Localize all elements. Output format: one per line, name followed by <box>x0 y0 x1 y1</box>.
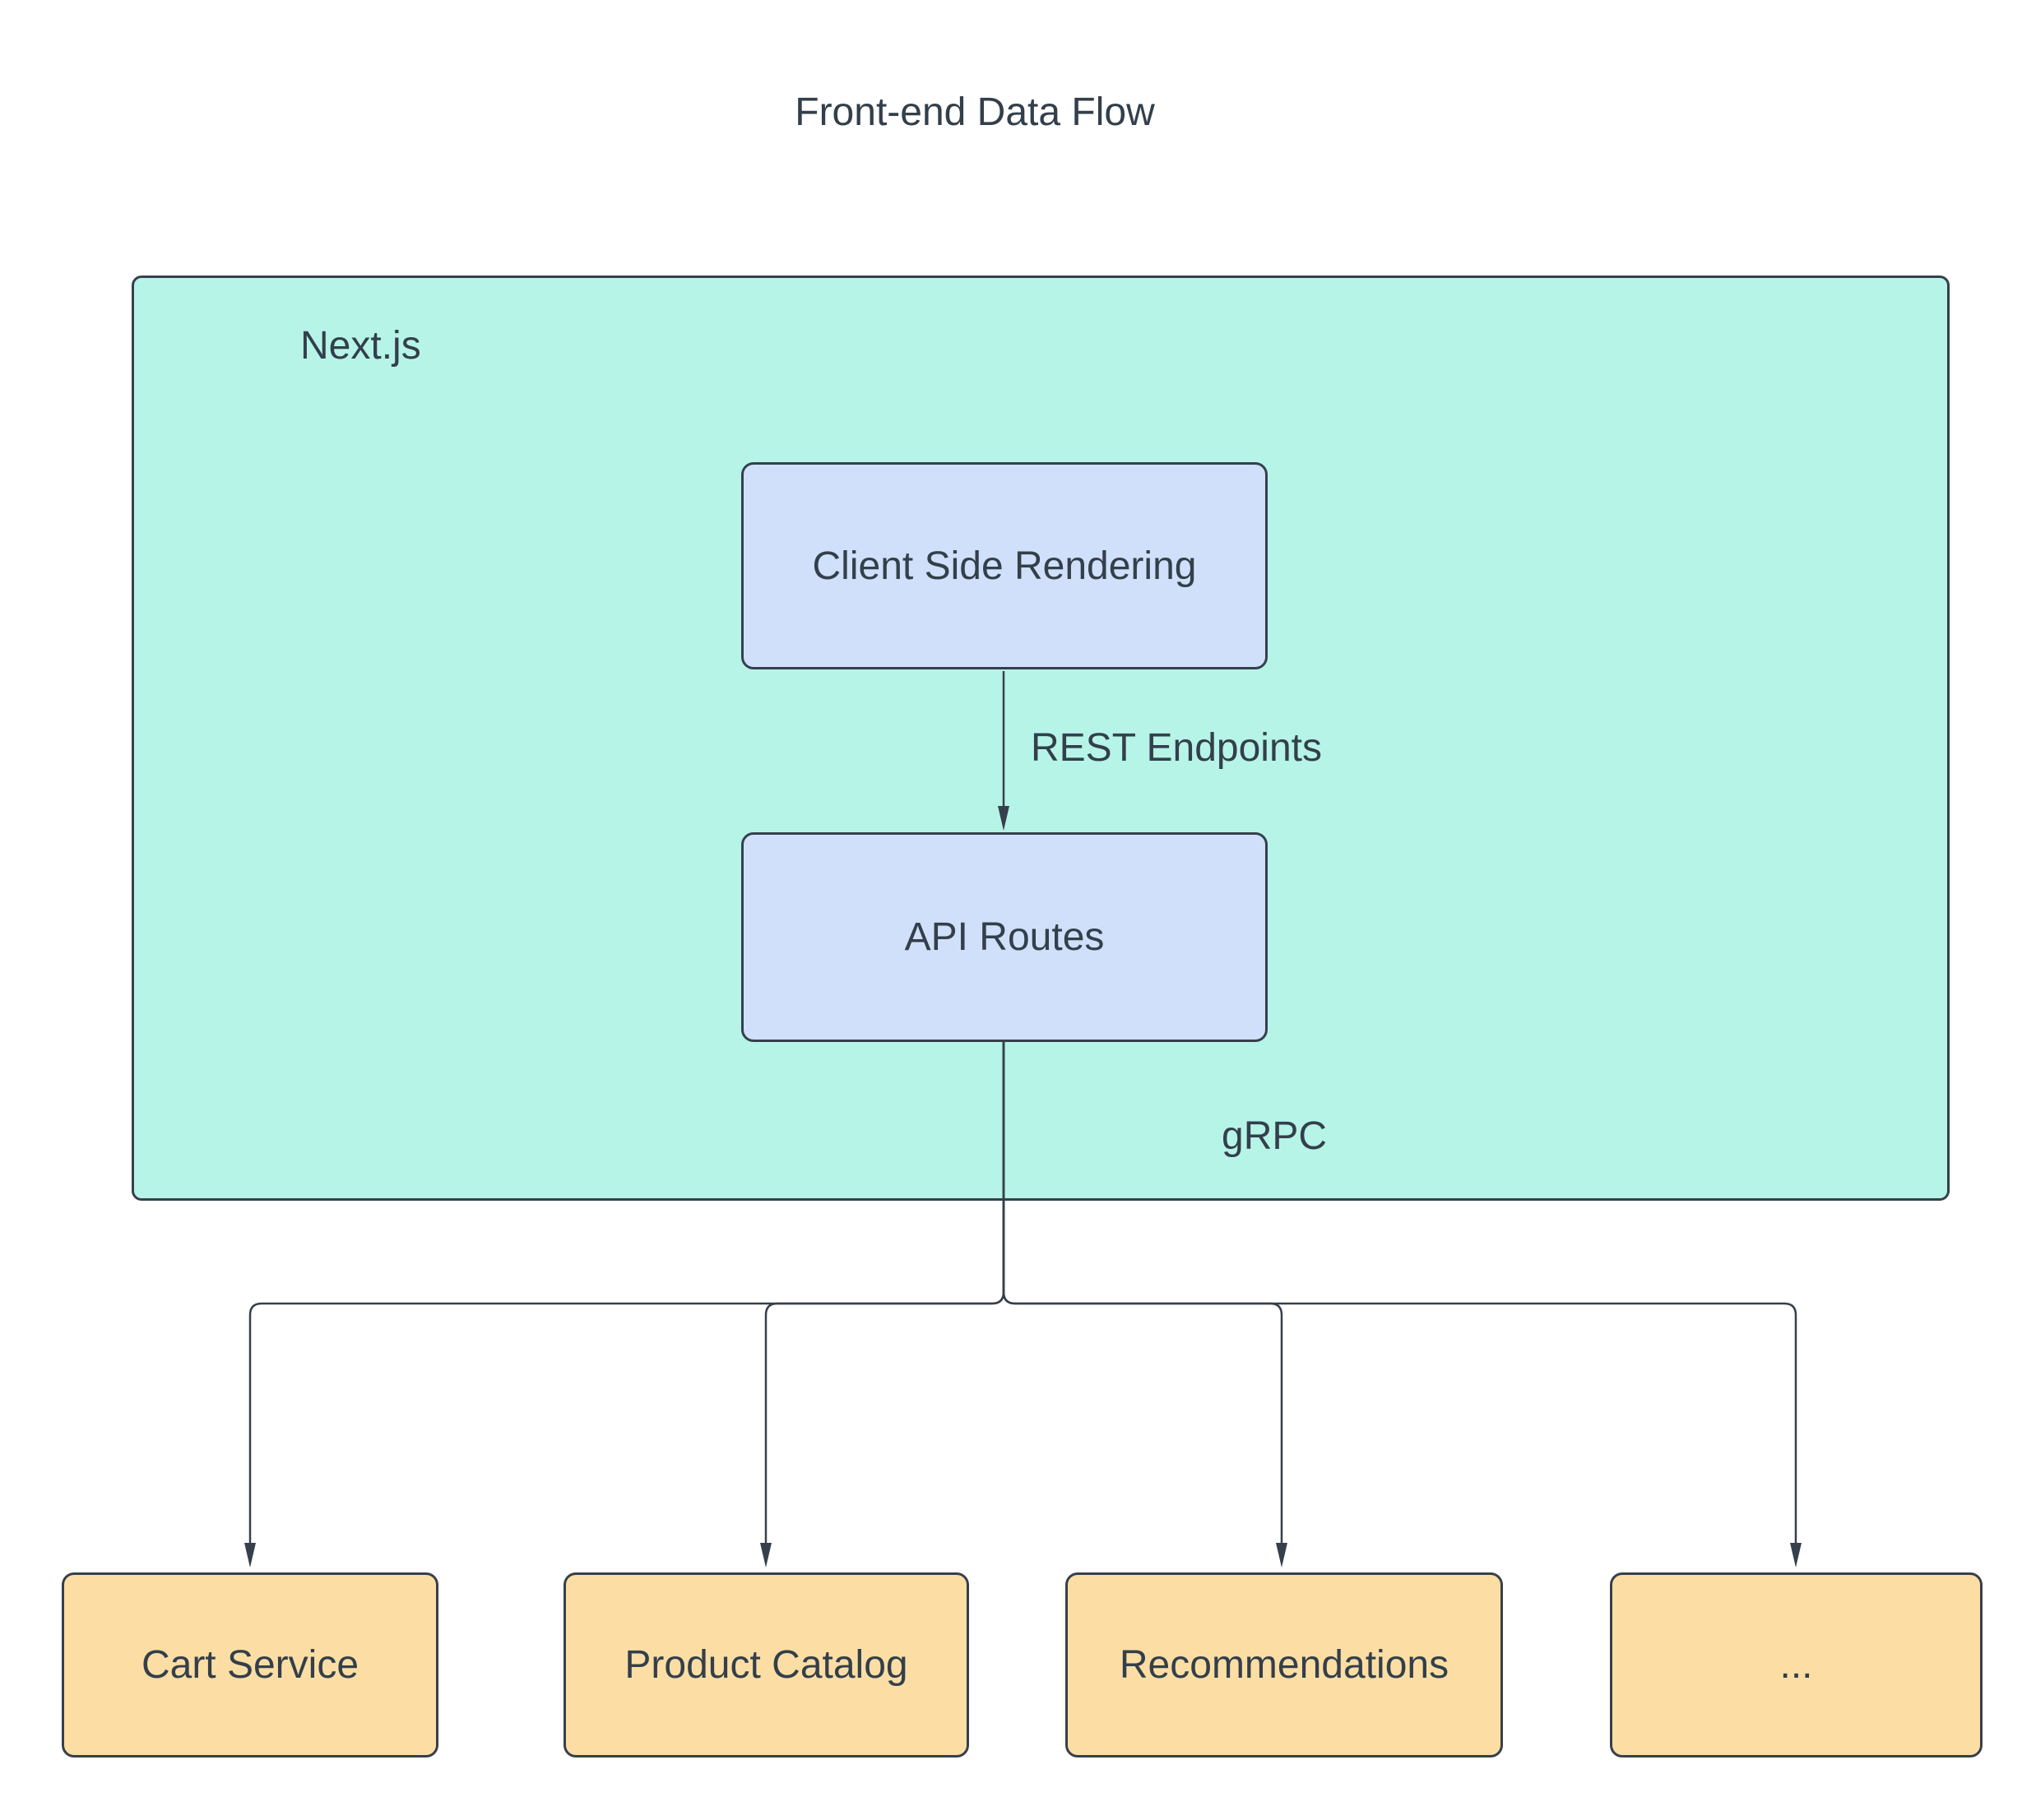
arrowhead-recs <box>1276 1543 1287 1568</box>
edge-label-rest-endpoints: REST Endpoints <box>1031 726 1322 770</box>
arrowhead-more <box>1790 1543 1802 1568</box>
node-product-catalog: Product Catalog <box>563 1572 969 1757</box>
node-product-catalog-label: Product Catalog <box>624 1643 908 1687</box>
edge-label-grpc: gRPC <box>1222 1114 1328 1158</box>
node-client-side-rendering-label: Client Side Rendering <box>812 544 1197 588</box>
node-ellipsis: ... <box>1610 1572 1983 1757</box>
node-api-routes-label: API Routes <box>904 915 1105 959</box>
node-ellipsis-label: ... <box>1779 1643 1813 1687</box>
node-recommendations: Recommendations <box>1065 1572 1503 1757</box>
nextjs-container-label: Next.js <box>300 324 421 368</box>
arrowhead-cart <box>244 1543 256 1568</box>
node-cart-service: Cart Service <box>62 1572 438 1757</box>
arrowhead-catalog <box>760 1543 772 1568</box>
node-api-routes: API Routes <box>741 832 1268 1042</box>
node-recommendations-label: Recommendations <box>1119 1643 1449 1687</box>
node-client-side-rendering: Client Side Rendering <box>741 462 1268 669</box>
node-cart-service-label: Cart Service <box>141 1643 359 1687</box>
diagram-title: Front-end Data Flow <box>795 90 1155 134</box>
